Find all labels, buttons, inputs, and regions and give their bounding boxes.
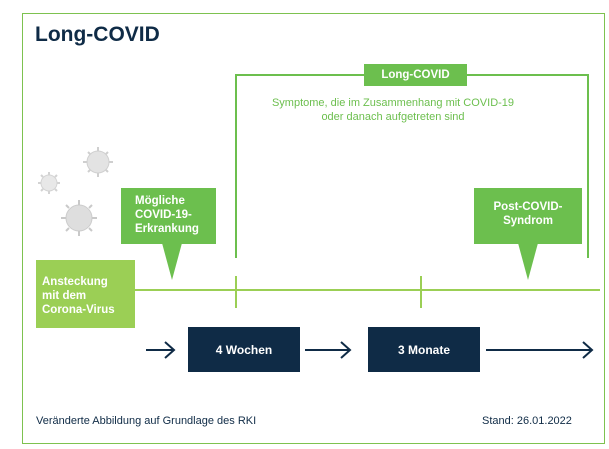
long-covid-label: Long-COVID xyxy=(364,64,467,86)
virus-icon xyxy=(61,200,97,236)
symptoms-text: Symptome, die im Zusammenhang mit COVID-… xyxy=(228,96,558,124)
arrow-right-icon xyxy=(146,341,176,359)
infection-line: mit dem xyxy=(42,290,87,302)
post-covid-line: Syndrom xyxy=(503,215,553,227)
symptoms-line: Symptome, die im Zusammenhang mit COVID-… xyxy=(271,97,515,109)
months-box: 3 Monate xyxy=(368,327,480,372)
arrow-right-icon xyxy=(305,341,352,359)
infection-box: Ansteckung mit dem Corona-Virus xyxy=(36,260,135,328)
possible-infection-box: Mögliche COVID-19- Erkrankung xyxy=(121,188,216,244)
footer-source: Veränderte Abbildung auf Grundlage des R… xyxy=(36,415,257,427)
footer-date: Stand: 26.01.2022 xyxy=(482,415,572,427)
post-covid-box: Post-COVID- Syndrom xyxy=(474,188,582,244)
weeks-box: 4 Wochen xyxy=(188,327,300,372)
page-title: Long-COVID xyxy=(35,23,160,46)
infection-line: Ansteckung xyxy=(42,276,108,288)
possible-infection-line: Erkrankung xyxy=(135,223,199,235)
post-covid-pointer xyxy=(518,243,538,280)
virus-icon xyxy=(83,147,113,177)
infection-line: Corona-Virus xyxy=(42,304,115,316)
symptoms-line: oder danach aufgetreten sind xyxy=(321,111,465,123)
possible-infection-line: COVID-19- xyxy=(135,209,192,221)
arrow-right-icon xyxy=(486,341,594,359)
possible-infection-pointer xyxy=(162,243,182,280)
possible-infection-line: Mögliche xyxy=(135,195,185,207)
post-covid-line: Post-COVID- xyxy=(493,201,563,213)
virus-icon xyxy=(38,172,60,194)
